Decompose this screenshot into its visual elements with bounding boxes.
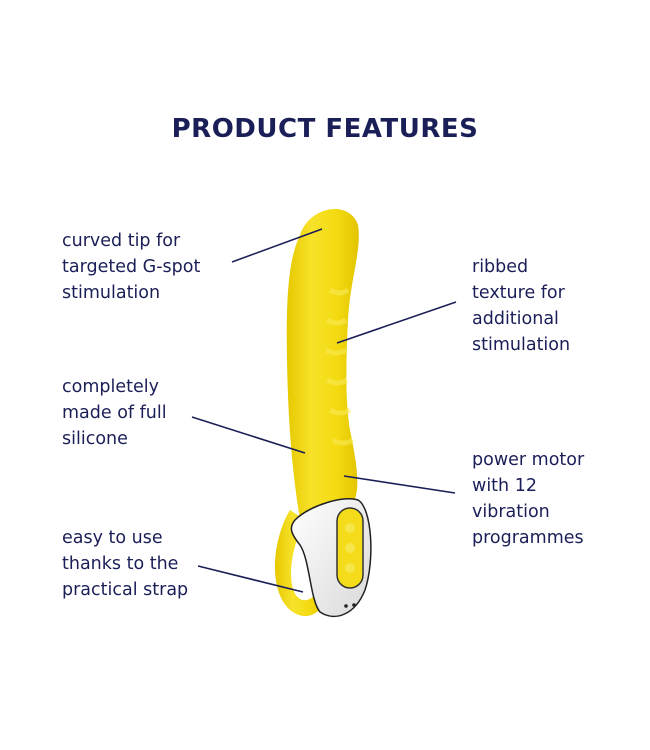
leader-strap [197,565,304,593]
feature-curved-tip: curved tip for targeted G-spot stimulati… [62,231,201,303]
feature-strap: easy to use thanks to the practical stra… [62,528,189,600]
product-shaft [286,208,359,520]
product-strap [274,510,325,617]
page-title: PRODUCT FEATURES [171,114,479,144]
feature-power-motor: power motor with 12 vibration programmes [472,450,585,548]
feature-ribbed-texture: ribbed texture for additional stimulatio… [472,257,571,355]
leader-motor [343,475,456,494]
leader-silicone [191,416,306,454]
leader-curved-tip [231,228,323,263]
leader-ribbed [336,301,457,344]
feature-silicone: completely made of full silicone [62,377,167,449]
